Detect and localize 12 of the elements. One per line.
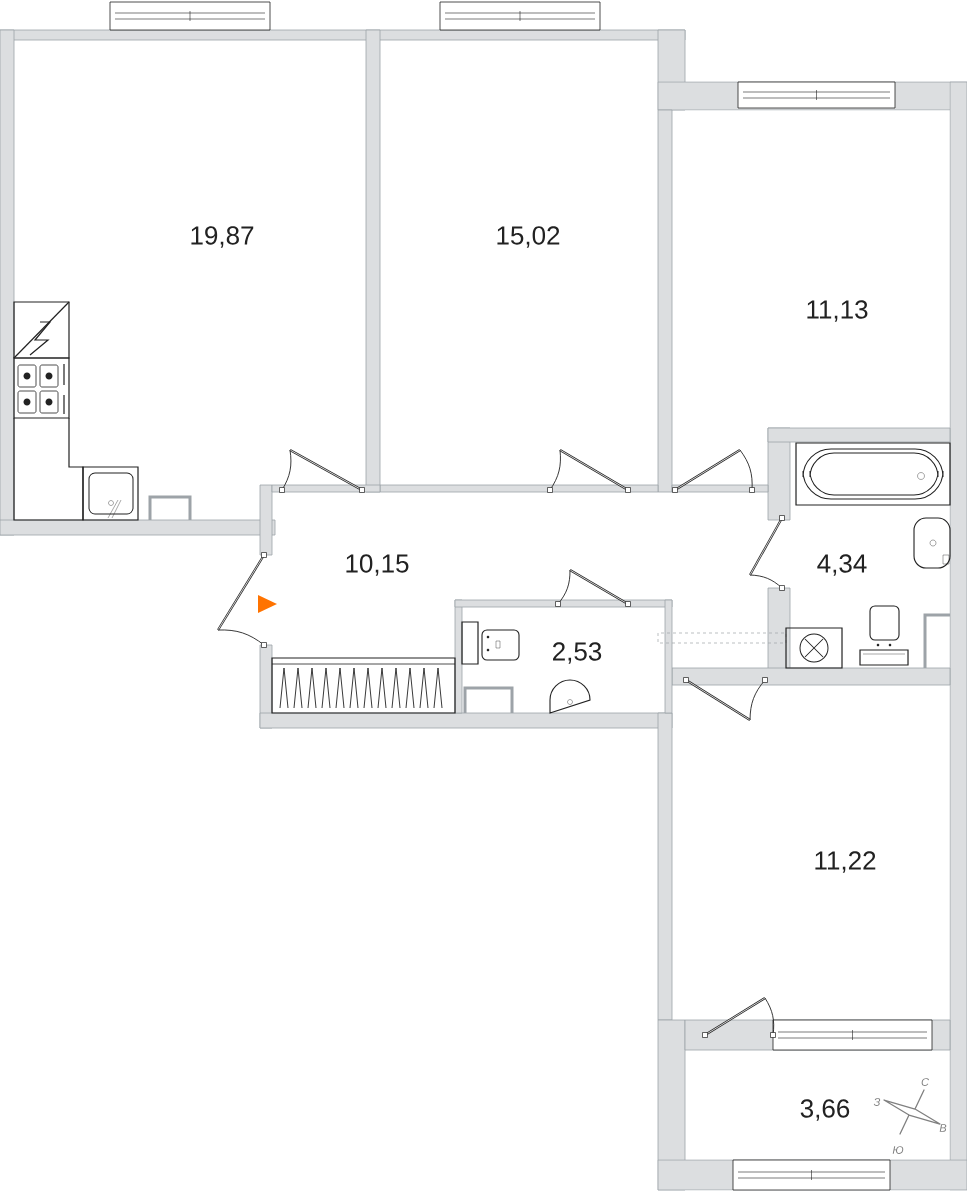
room-area-label: 11,22 (815, 851, 876, 873)
room-area-label: 11,13 (807, 300, 868, 322)
room-area-label: 15,02 (497, 226, 560, 248)
room-area-label: 2,53 (553, 642, 602, 664)
room-area-label: 3,66 (800, 1099, 850, 1121)
room-area-label: 4,34 (817, 554, 867, 576)
compass-letter: С (921, 1078, 930, 1086)
room-area-label: 19,87 (191, 226, 254, 248)
compass-letter: З (873, 1098, 881, 1106)
compass-letter: Ю (892, 1146, 904, 1154)
compass-letter: В (939, 1124, 947, 1132)
room-area-label: 10,15 (346, 554, 409, 576)
